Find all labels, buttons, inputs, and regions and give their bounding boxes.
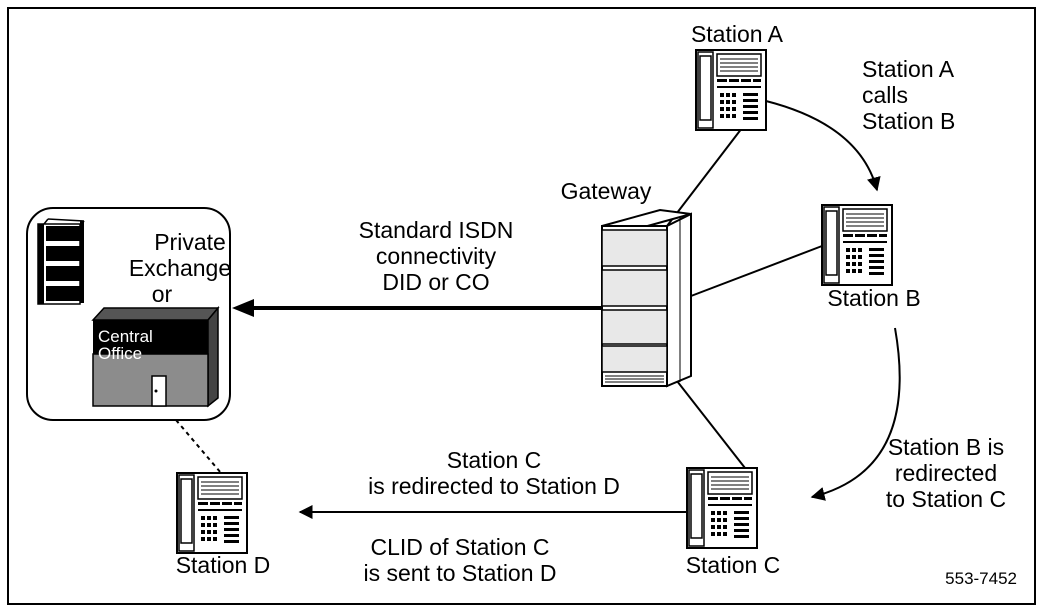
station-a-label: Station A <box>691 21 784 47</box>
central-office-label-line1: Central <box>98 327 153 346</box>
station-c-phone-icon <box>686 467 758 549</box>
step-clid-line1: CLID of Station C <box>371 534 550 560</box>
central-office-label-line2: Office <box>98 344 142 363</box>
station-b-label: Station B <box>827 285 920 311</box>
step-c-redirected-line1: Station C <box>447 447 542 473</box>
step-b-redirected-line3: to Station C <box>886 486 1006 512</box>
isdn-label-line3: DID or CO <box>382 269 489 295</box>
station-d-phone-icon <box>176 472 248 554</box>
private-exchange-icon <box>37 218 85 305</box>
link-gateway-station-b <box>690 245 823 297</box>
isdn-arrowhead <box>232 299 254 317</box>
central-office-icon <box>91 305 220 408</box>
exchange-label-line1: Private <box>154 229 226 255</box>
figure-reference-number: 553-7452 <box>945 569 1017 588</box>
arrow-b-redirected-c <box>810 327 901 501</box>
exchange-label-line2: Exchange <box>129 255 231 281</box>
isdn-label-line1: Standard ISDN <box>359 217 514 243</box>
isdn-label-line2: connectivity <box>376 243 497 269</box>
link-gateway-station-c <box>676 380 746 469</box>
arrow-a-calls-b <box>765 100 881 192</box>
diagram-frame <box>7 7 1036 605</box>
step-a-calls-b-line3: Station B <box>862 108 955 134</box>
link-gateway-station-a <box>666 127 743 227</box>
station-c-label: Station C <box>686 552 781 578</box>
station-a-phone-icon <box>695 49 767 131</box>
dashed-link-exchange-d <box>175 419 222 474</box>
gateway-icon <box>601 208 692 388</box>
step-b-redirected-line2: redirected <box>895 460 997 486</box>
gateway-label: Gateway <box>561 178 652 204</box>
step-b-redirected-line1: Station B is <box>888 434 1004 460</box>
step-a-calls-b-line1: Station A <box>862 56 955 82</box>
exchange-label-line3: or <box>152 281 173 307</box>
step-clid-line2: is sent to Station D <box>363 560 556 586</box>
step-c-redirected-line2: is redirected to Station D <box>368 473 620 499</box>
station-b-phone-icon <box>821 204 893 286</box>
step-a-calls-b-line2: calls <box>862 82 908 108</box>
station-d-label: Station D <box>176 552 271 578</box>
